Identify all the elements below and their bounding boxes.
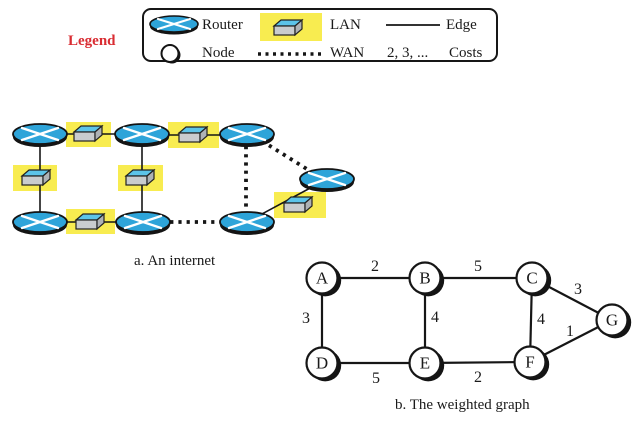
lan-box-side bbox=[304, 195, 313, 214]
router-x-glyph bbox=[20, 126, 60, 142]
graph-node-label: A bbox=[316, 269, 329, 288]
legend-node-label: Node bbox=[202, 45, 235, 61]
wan-link bbox=[260, 139, 320, 178]
lan-icon bbox=[260, 13, 322, 41]
graph-node-G bbox=[595, 303, 629, 337]
graph-node-C bbox=[515, 261, 549, 295]
router-x-glyph bbox=[156, 17, 192, 31]
edge-weight: 1 bbox=[566, 323, 574, 340]
router-x-glyph bbox=[123, 214, 163, 230]
lan-box-side bbox=[146, 168, 155, 187]
graph-node-label: D bbox=[316, 354, 328, 373]
edge-weight: 5 bbox=[372, 370, 380, 387]
lan-box-front bbox=[283, 202, 306, 213]
legend-wan-label: WAN bbox=[330, 45, 365, 61]
lan-box-front bbox=[73, 131, 96, 142]
legend-title: Legend bbox=[68, 33, 116, 49]
graph-node-A bbox=[305, 261, 339, 295]
legend-costs-label: Costs bbox=[449, 45, 483, 61]
router-icon bbox=[149, 15, 199, 35]
graph-node-E bbox=[408, 346, 442, 380]
graph-node-D bbox=[305, 346, 339, 380]
graph-caption: b. The weighted graph bbox=[395, 397, 530, 413]
graph-node-B bbox=[408, 261, 442, 295]
legend-lan-label: LAN bbox=[330, 17, 361, 33]
graph-node-label: G bbox=[606, 311, 618, 330]
legend-edge-label: Edge bbox=[446, 17, 477, 33]
edge-weight: 4 bbox=[537, 311, 545, 328]
graph-node-F bbox=[513, 345, 547, 379]
lan-box-front bbox=[178, 132, 201, 143]
internet-caption: a. An internet bbox=[134, 253, 216, 269]
lan-box-side bbox=[199, 125, 208, 144]
legend-costs-example: 2, 3, ... bbox=[387, 45, 429, 61]
graph-node-label: E bbox=[420, 354, 430, 373]
router-x-glyph bbox=[122, 126, 162, 142]
router-x-glyph bbox=[227, 214, 267, 230]
lan-box-side bbox=[42, 168, 51, 187]
edge-weight: 5 bbox=[474, 258, 482, 275]
router-x-glyph bbox=[227, 126, 267, 142]
edge-line-icon bbox=[386, 24, 440, 26]
graph-node-label: F bbox=[525, 353, 534, 372]
legend-box: Router LAN Edge Node WAN 2, 3, ... Costs bbox=[142, 8, 498, 64]
graph-node-label: C bbox=[526, 269, 537, 288]
node-icon bbox=[160, 44, 181, 64]
graph-node-label: B bbox=[419, 269, 430, 288]
edge-weight: 2 bbox=[371, 258, 379, 275]
wan-line-icon bbox=[258, 52, 324, 56]
edge-weight: 3 bbox=[302, 310, 310, 327]
router-x-glyph bbox=[307, 171, 347, 187]
lan-box-side bbox=[96, 212, 105, 231]
edge-weight: 3 bbox=[574, 281, 582, 298]
edge-weight: 2 bbox=[474, 369, 482, 386]
edge-weight: 4 bbox=[431, 309, 439, 326]
lan-box-front bbox=[125, 175, 148, 186]
lan-box-side bbox=[94, 124, 103, 143]
lan-box-front bbox=[75, 219, 98, 230]
router-x-glyph bbox=[20, 214, 60, 230]
lan-box-front bbox=[21, 175, 44, 186]
legend-router-label: Router bbox=[202, 17, 243, 33]
